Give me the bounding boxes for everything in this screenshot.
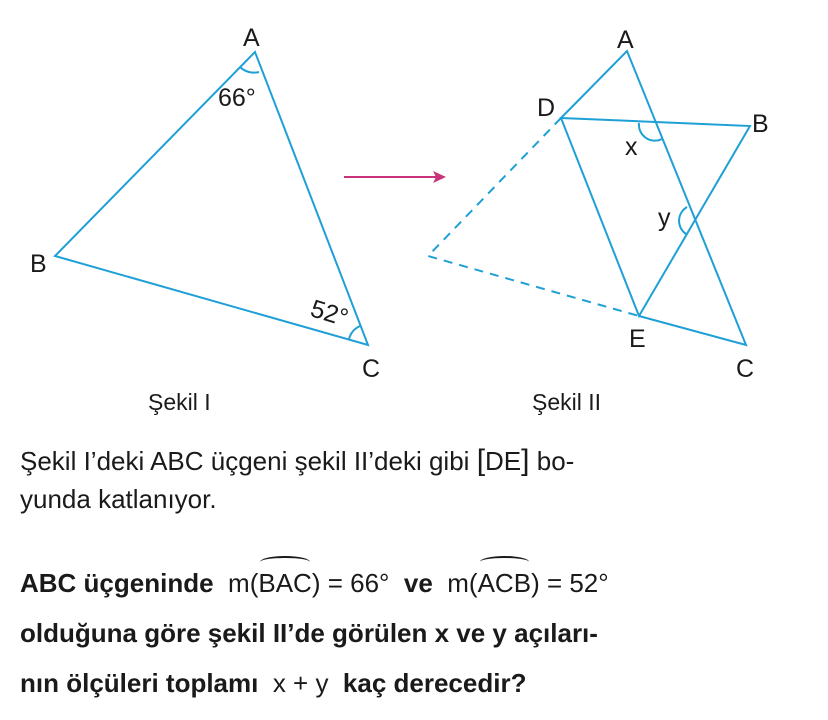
problem-statement: Şekil I’deki ABC üçgeni şekil II’deki gi… — [20, 442, 810, 518]
fig1-label-a: A — [243, 24, 260, 52]
angle-x-arc — [637, 122, 663, 142]
question-text: ABC üçgeninde — [20, 568, 214, 598]
m-open: m( — [228, 568, 259, 598]
fig2-label-e: E — [629, 325, 646, 353]
question-end: kaç derecedir? — [342, 668, 527, 698]
triangle-abc — [53, 50, 370, 347]
fig1-label-c: C — [362, 355, 380, 383]
conjunction: ve — [403, 568, 433, 598]
angle-acb: ACB — [478, 556, 531, 608]
sum-expression: x + y — [272, 668, 329, 698]
fig2-label-b: B — [752, 110, 769, 138]
fig2-caption: Şekil II — [532, 389, 601, 415]
fig2-label-x: x — [625, 133, 638, 161]
fig1-label-b: B — [30, 250, 47, 278]
question-line3: nın ölçüleri toplamı — [20, 668, 259, 698]
fold-arrow — [344, 171, 446, 183]
side-ad-ec — [560, 49, 748, 347]
question-line2: olduğuna göre şekil II’de görülen x ve y… — [20, 618, 598, 648]
angle-bac: BAC — [258, 556, 312, 608]
fig1-caption: Şekil I — [148, 389, 211, 415]
figure-2 — [426, 49, 752, 347]
folded-triangle-dbe — [559, 116, 752, 319]
question: ABC üçgeninde m(BAC) = 66° ve m(ACB) = 5… — [20, 556, 810, 708]
m-open: m( — [447, 568, 478, 598]
angle-c-arc — [348, 325, 361, 340]
fig1-angle-a: 66° — [218, 84, 256, 112]
angle-bac-expr: m(BAC) = 66° — [228, 556, 390, 598]
bracket-right: ] — [521, 444, 530, 477]
segment-de: DE — [485, 446, 522, 476]
figure-1 — [53, 50, 370, 347]
fig2-label-d: D — [537, 94, 555, 122]
figures: A B C 66° 52° Şekil I A D B E C x y Şeki… — [30, 24, 769, 415]
statement-text-end: bo- — [536, 446, 575, 476]
original-position-dashed — [426, 117, 640, 317]
fig2-label-a: A — [617, 26, 634, 54]
angle-a-arc — [239, 66, 260, 74]
fig2-label-c: C — [736, 355, 754, 383]
fig1-angle-c: 52° — [307, 295, 351, 333]
angle-acb-expr: m(ACB) = 52° — [447, 556, 609, 598]
statement-text-line2: yunda katlanıyor. — [20, 484, 217, 514]
fig2-label-y: y — [658, 204, 671, 232]
bracket-left: [ — [476, 444, 486, 477]
angle-acb-value: ) = 52° — [531, 568, 609, 598]
statement-text: Şekil I’deki ABC üçgeni şekil II’deki gi… — [20, 446, 470, 476]
angle-y-arc — [678, 206, 688, 235]
angle-bac-value: ) = 66° — [311, 568, 390, 598]
